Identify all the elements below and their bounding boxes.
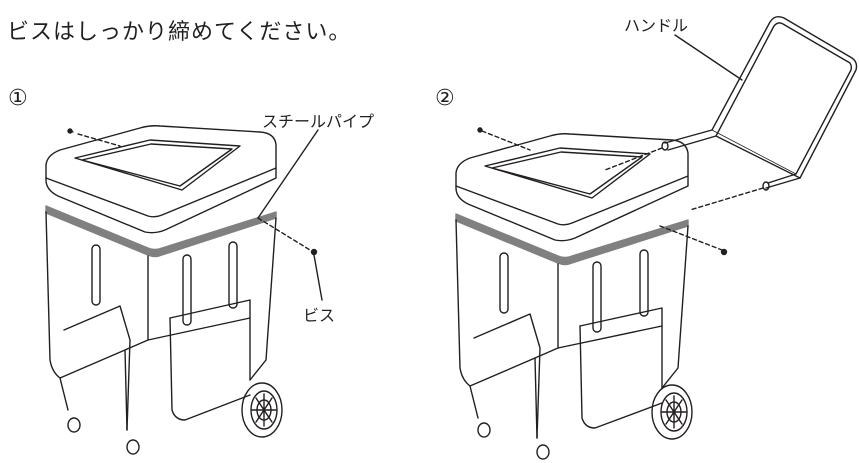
screw-label: ビス	[303, 306, 336, 325]
step-1-bin-drawing	[45, 125, 323, 455]
handle-label: ハンドル	[624, 16, 689, 35]
instruction-text: ビスはしっかり締めてください。	[7, 20, 352, 45]
step-2-bin-drawing	[455, 127, 728, 460]
step-2-number: ②	[435, 86, 455, 111]
handle-drawing	[604, 15, 858, 211]
steel-pipe-label: スチールパイプ	[262, 112, 375, 131]
step-1-number: ①	[8, 86, 28, 111]
